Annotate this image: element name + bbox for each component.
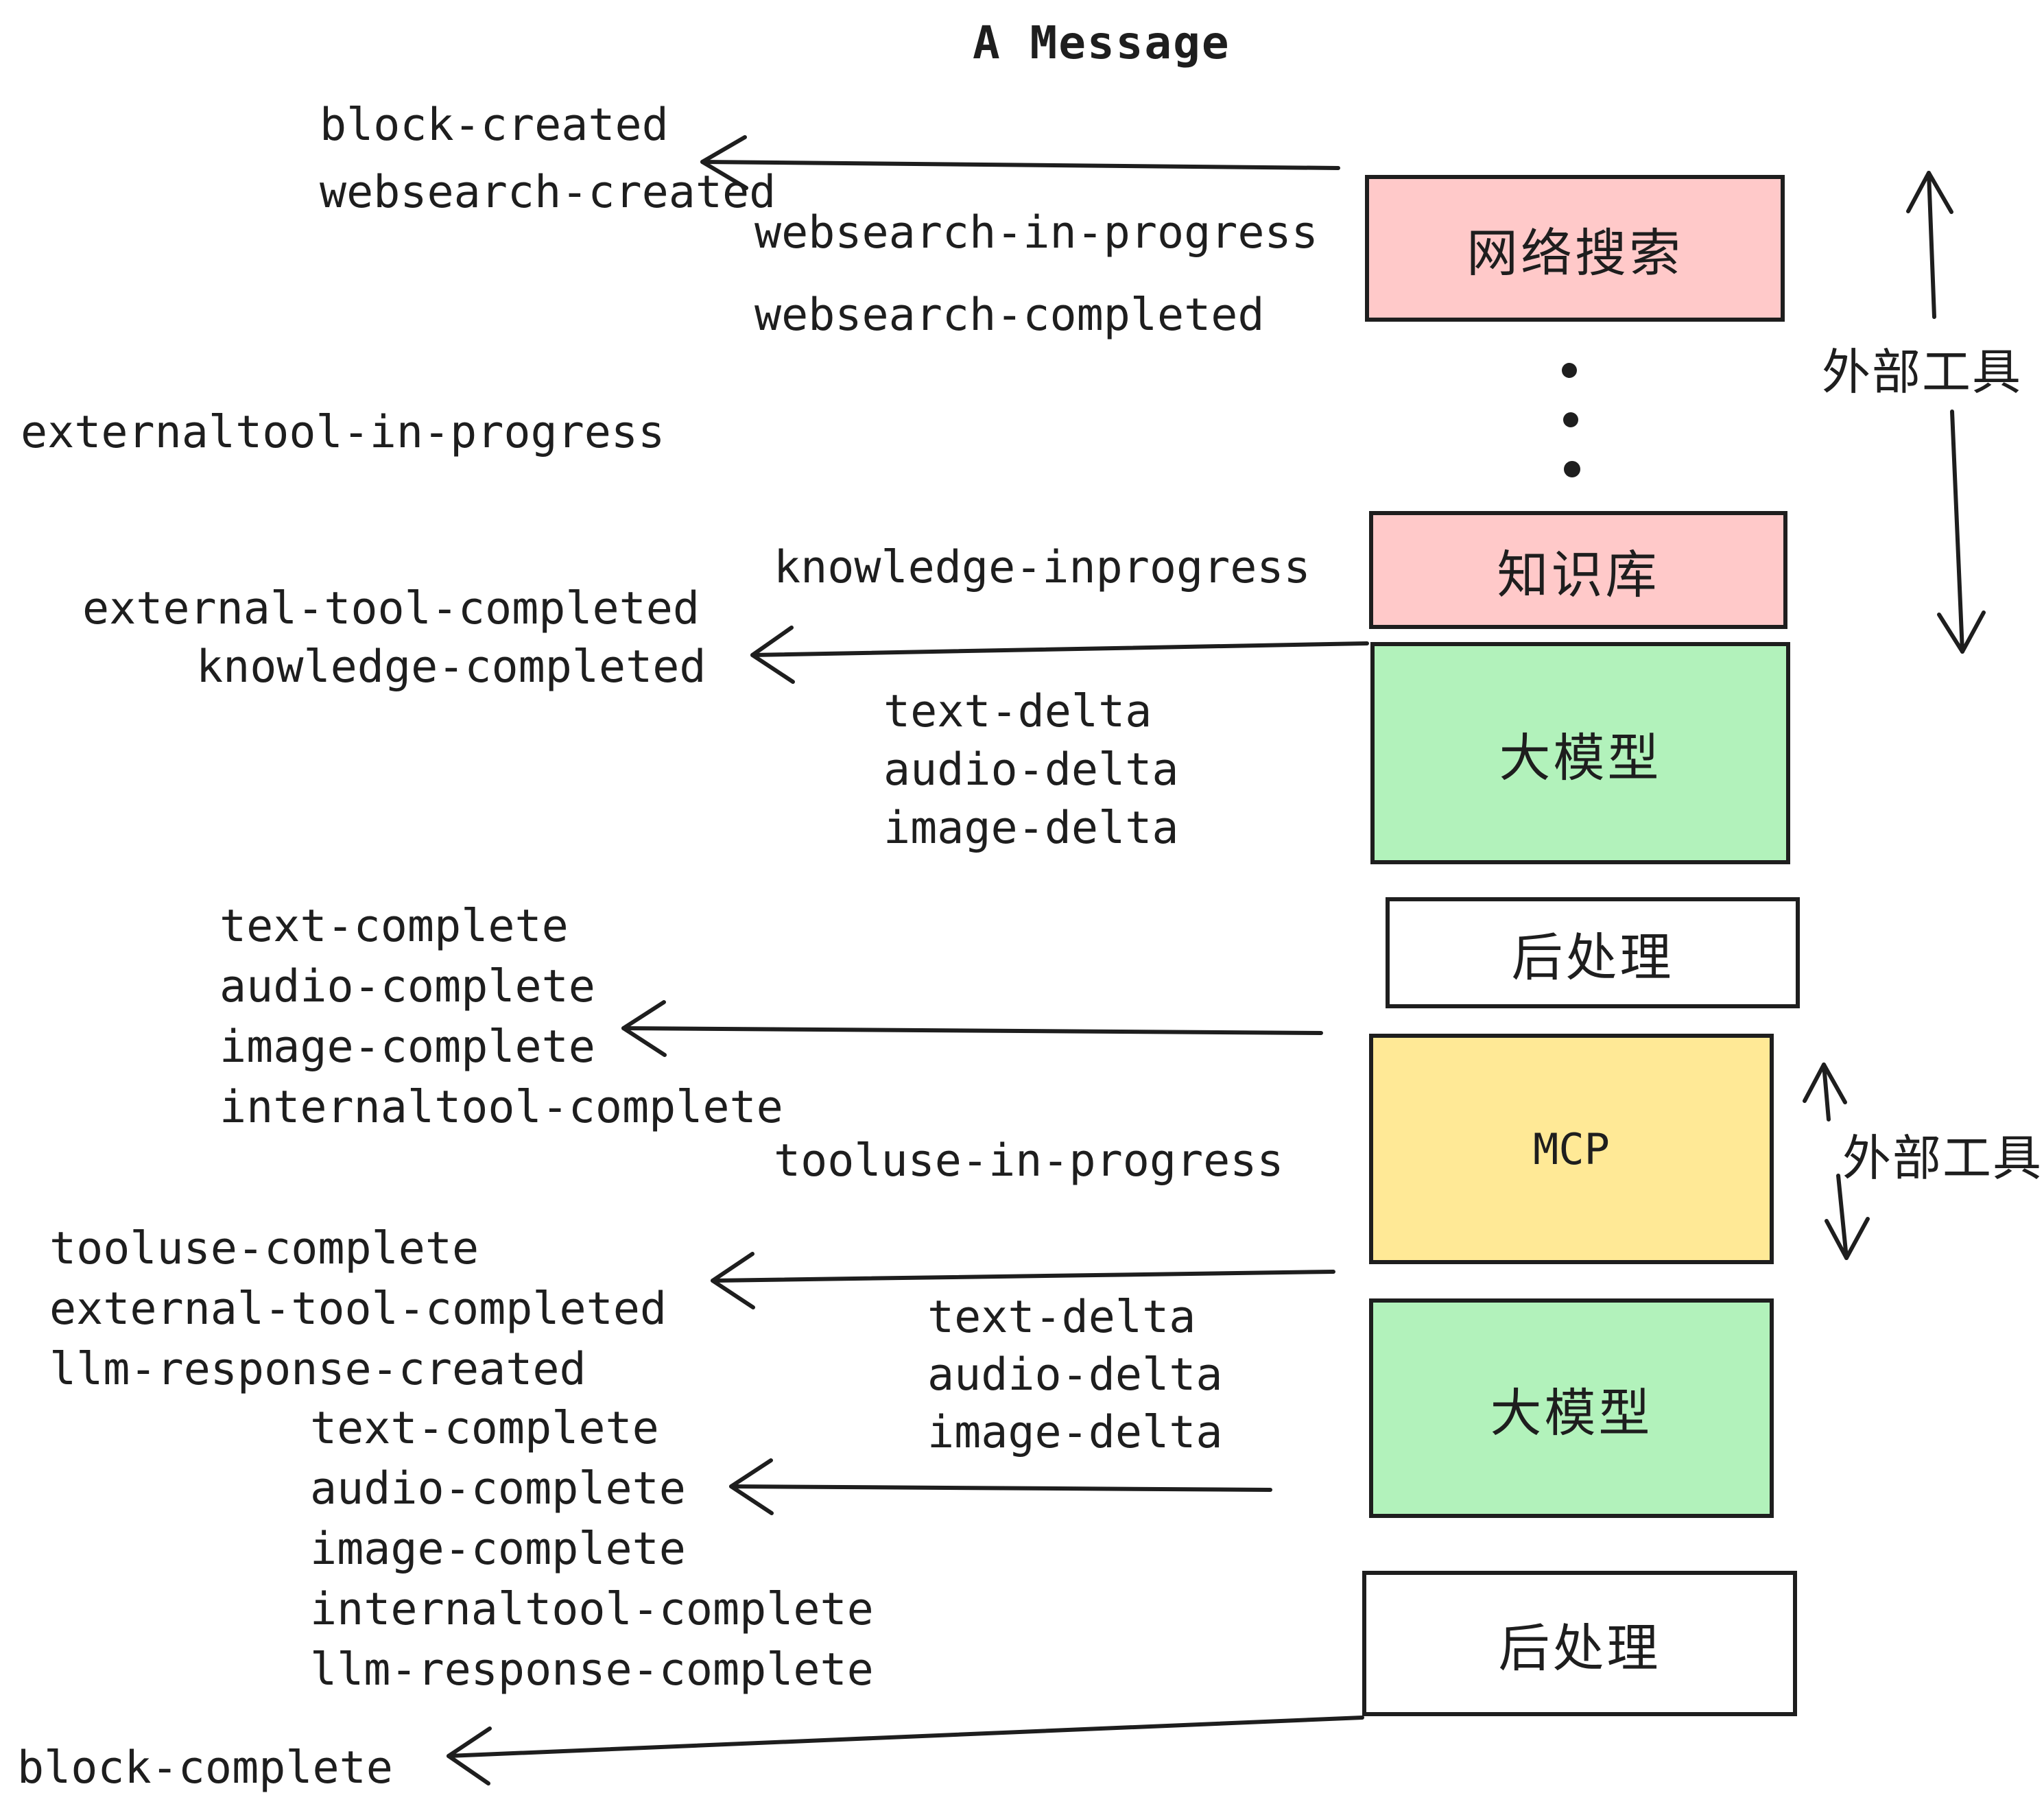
box-knowledge-base: 知识库 xyxy=(1369,511,1787,629)
box-postprocess-1: 后处理 xyxy=(1386,897,1800,1008)
box-mcp-label: MCP xyxy=(1533,1124,1610,1174)
event-label-block-complete: block-complete xyxy=(17,1742,393,1794)
arrow-to-audio-complete xyxy=(729,1458,1272,1515)
event-label-internaltool-complete-1: internaltool-complete xyxy=(219,1082,783,1133)
event-label-websearch-created: websearch-created xyxy=(320,167,776,218)
box-llm-2-label: 大模型 xyxy=(1490,1382,1653,1443)
event-label-knowledge-inprogress: knowledge-inprogress xyxy=(774,542,1311,593)
arrow-to-block-created xyxy=(700,135,1340,190)
event-label-websearch-in-progress: websearch-in-progress xyxy=(754,207,1318,259)
event-label-tooluse-complete: tooluse-complete xyxy=(49,1223,479,1274)
external-tools-label-2: 外部工具 xyxy=(1842,1130,2043,1187)
arrow-to-image-complete xyxy=(621,1000,1323,1057)
external-tools-up-arrow-1 xyxy=(1906,171,1953,319)
box-postprocess-1-label: 后处理 xyxy=(1511,927,1674,988)
event-label-block-created: block-created xyxy=(320,99,669,151)
box-web-search-label: 网络搜索 xyxy=(1466,222,1683,283)
event-label-llm-response-complete: llm-response-complete xyxy=(310,1644,874,1696)
event-label-text-complete-2: text-complete xyxy=(310,1403,659,1454)
box-mcp: MCP xyxy=(1369,1034,1774,1264)
event-label-audio-delta-2: audio-delta xyxy=(927,1349,1223,1401)
box-web-search: 网络搜索 xyxy=(1365,175,1785,322)
event-label-image-delta-2: image-delta xyxy=(927,1407,1223,1458)
event-label-external-tool-completed-1: external-tool-completed xyxy=(82,583,700,634)
event-label-audio-delta-1: audio-delta xyxy=(883,744,1179,796)
event-label-image-complete-2: image-complete xyxy=(310,1523,686,1575)
arrow-to-knowledge-completed xyxy=(750,626,1369,684)
event-label-knowledge-completed: knowledge-completed xyxy=(196,641,706,693)
box-llm-1-label: 大模型 xyxy=(1499,727,1662,788)
box-postprocess-2: 后处理 xyxy=(1362,1571,1797,1716)
event-label-llm-response-created: llm-response-created xyxy=(49,1344,586,1395)
event-label-externaltool-in-progress: externaltool-in-progress xyxy=(21,407,665,458)
event-label-image-complete-1: image-complete xyxy=(219,1021,595,1073)
event-label-audio-complete-1: audio-complete xyxy=(219,961,595,1012)
event-label-text-delta-2: text-delta xyxy=(927,1292,1196,1343)
box-llm-2: 大模型 xyxy=(1369,1298,1774,1518)
event-label-websearch-completed: websearch-completed xyxy=(754,289,1265,341)
external-tools-down-arrow-1 xyxy=(1937,410,1986,654)
box-postprocess-2-label: 后处理 xyxy=(1498,1617,1661,1678)
event-label-text-delta-1: text-delta xyxy=(883,686,1152,737)
external-tools-label-1: 外部工具 xyxy=(1822,344,2023,401)
arrow-to-block-complete xyxy=(447,1716,1364,1785)
event-label-internaltool-complete-2: internaltool-complete xyxy=(310,1584,874,1635)
external-tools-up-arrow-2 xyxy=(1803,1063,1847,1121)
event-label-text-complete-1: text-complete xyxy=(219,901,569,952)
box-knowledge-base-label: 知识库 xyxy=(1497,544,1660,605)
event-label-image-delta-1: image-delta xyxy=(883,803,1179,854)
event-label-tooluse-in-progress: tooluse-in-progress xyxy=(774,1135,1284,1187)
event-label-audio-complete-2: audio-complete xyxy=(310,1463,686,1515)
ellipsis-dots-icon xyxy=(1562,363,1580,477)
box-llm-1: 大模型 xyxy=(1370,642,1790,864)
diagram-title: A Message xyxy=(973,16,1231,69)
event-label-external-tool-completed-2: external-tool-completed xyxy=(49,1283,667,1335)
